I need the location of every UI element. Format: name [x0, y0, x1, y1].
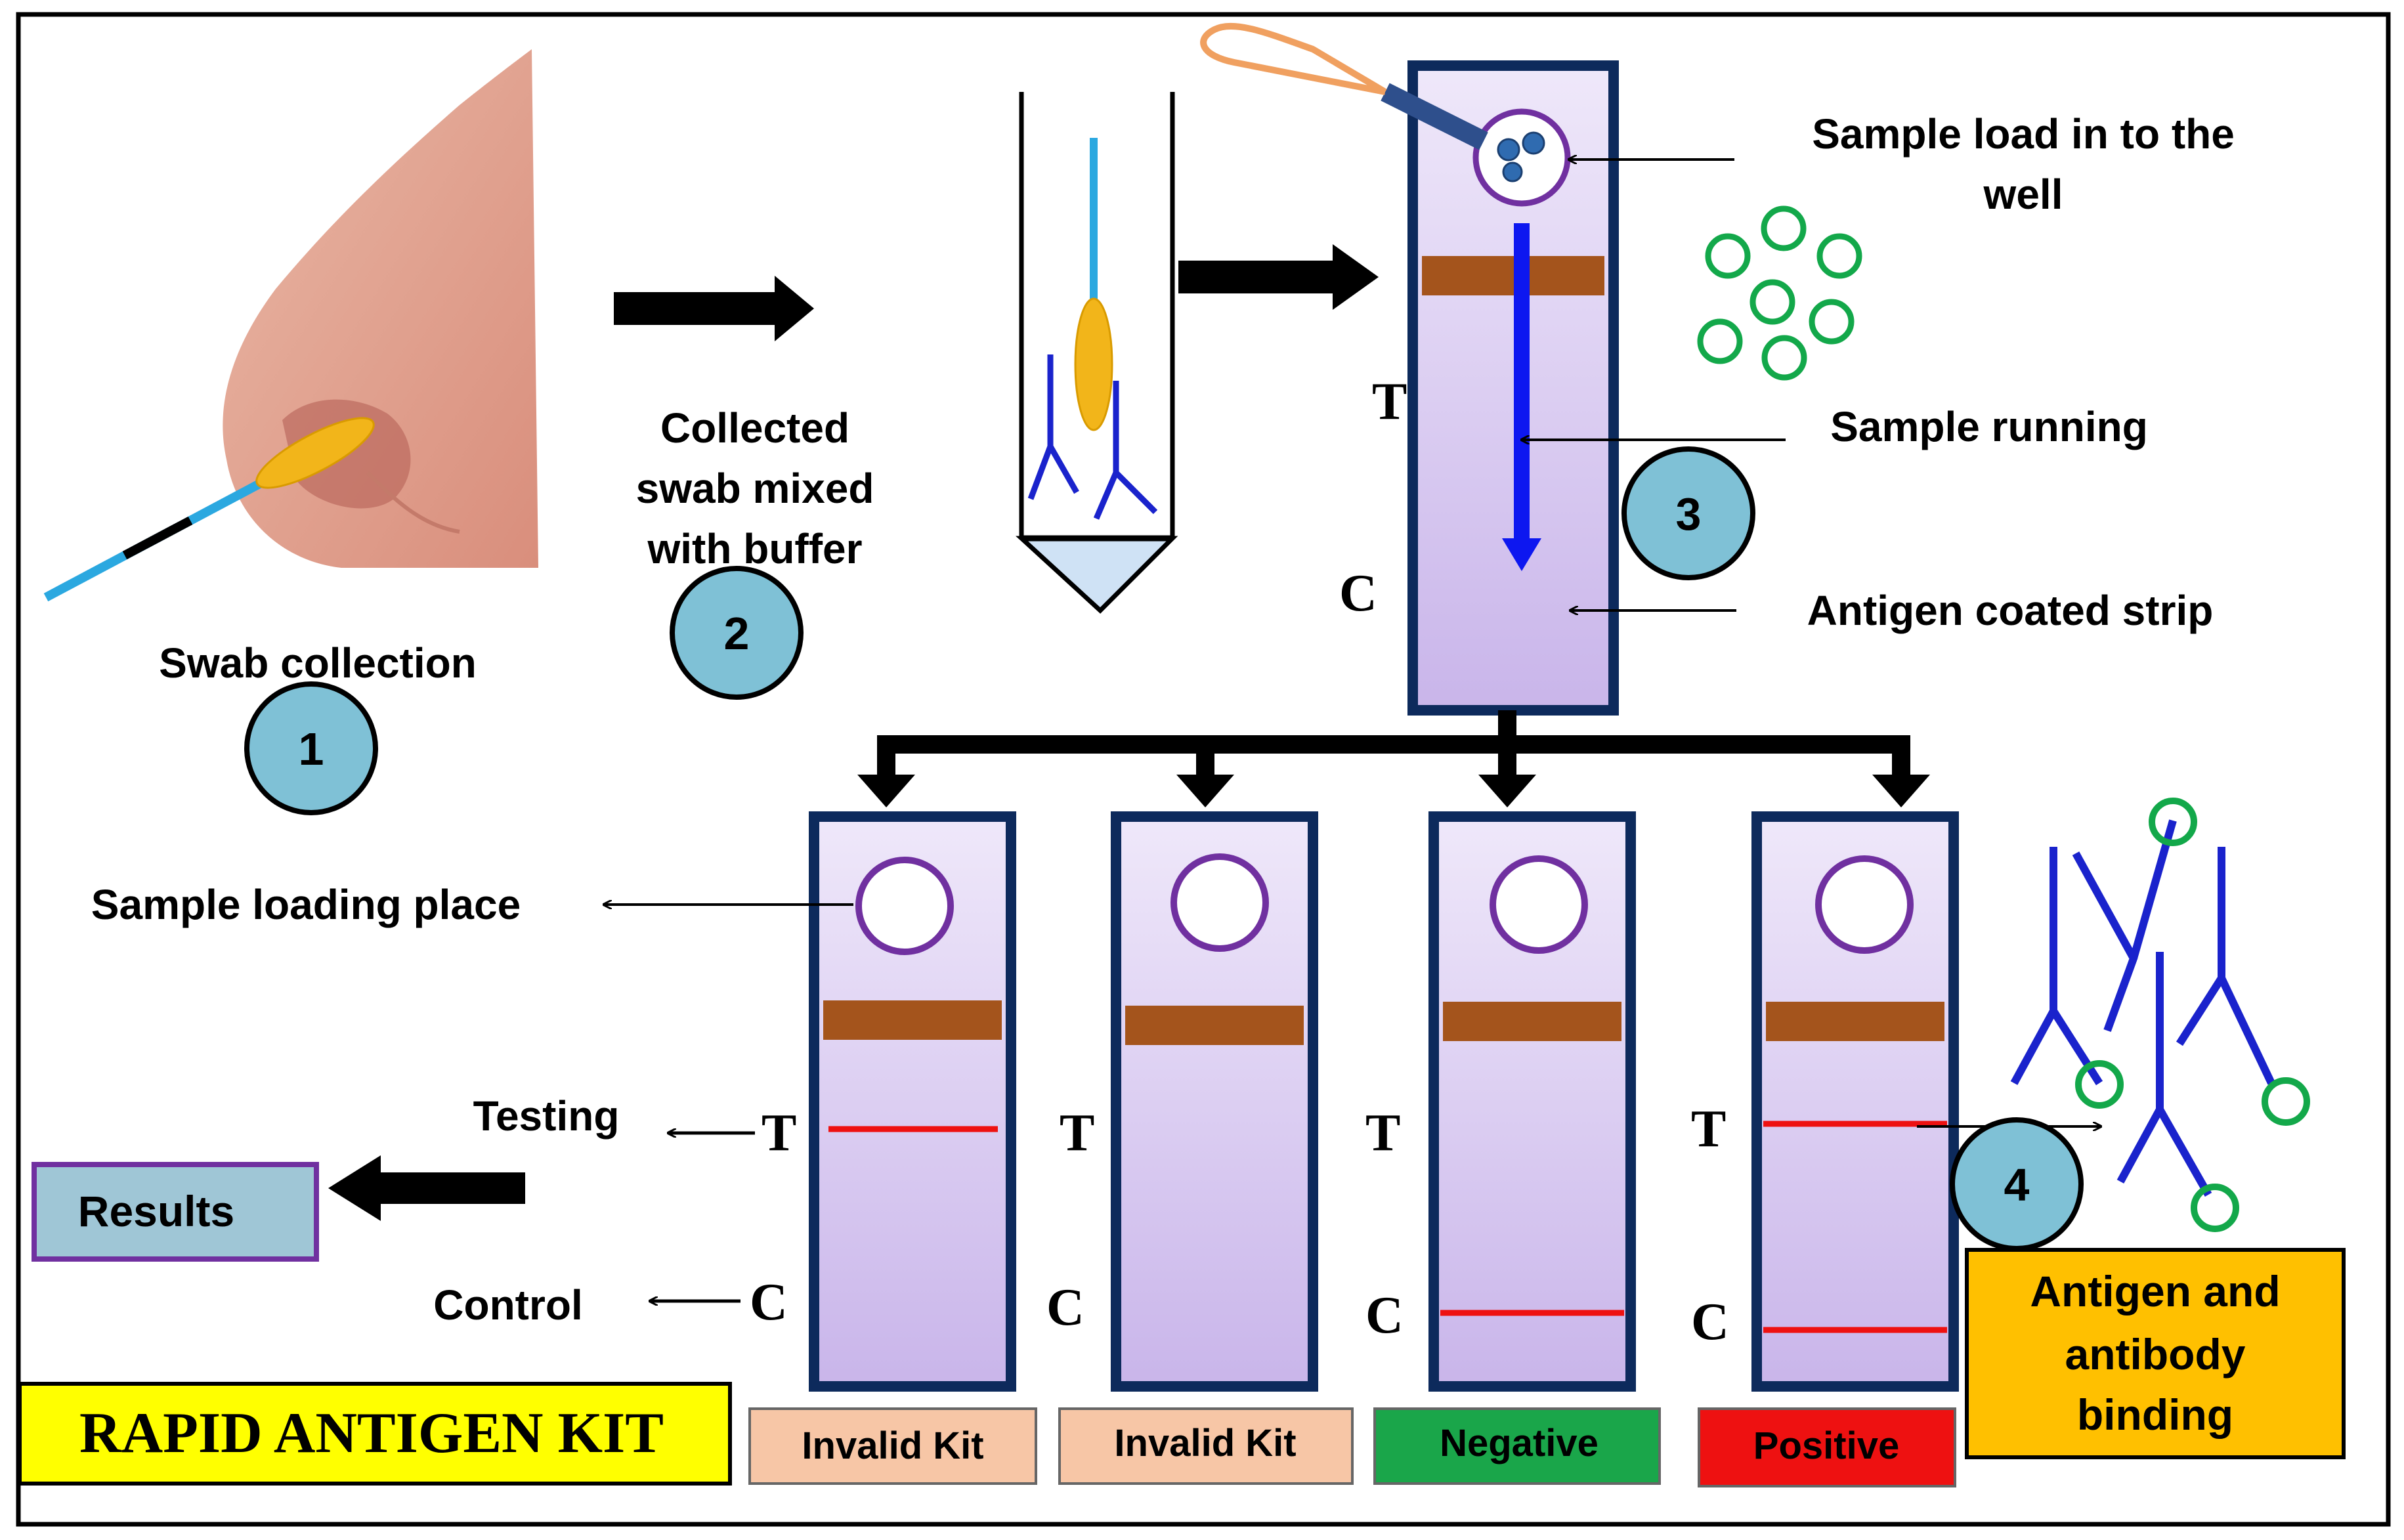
antigen-coated-strip-label: Antigen coated strip [1807, 587, 2214, 634]
kit-label-4-text: Positive [1753, 1424, 1899, 1467]
main-test-strip [1407, 60, 1619, 716]
binding-label-line1: Antigen and [2030, 1267, 2280, 1315]
antibody-in-tube-1 [1027, 354, 1079, 500]
antibody-antigen-binding [2010, 798, 2310, 1232]
title-box: RAPID ANTIGEN KIT [18, 1382, 732, 1486]
sample-load-label-line1: Sample load in to the [1812, 110, 2235, 158]
step3-number: 3 [1676, 488, 1702, 540]
kit-label-2-text: Invalid Kit [1114, 1422, 1296, 1465]
step2-circle: 2 [670, 566, 804, 700]
conjugate-pad-3 [1443, 1002, 1621, 1041]
sample-well-3 [1490, 855, 1588, 954]
kit-label-1: Invalid Kit [748, 1407, 1037, 1485]
kit-label-3-box [1373, 1407, 1661, 1485]
step1-circle: 1 [244, 681, 378, 815]
strip3-t-marker: T [1365, 1104, 1400, 1162]
main-t-marker: T [1372, 373, 1407, 431]
strip1-c-marker: C [750, 1273, 788, 1331]
result-strip-4 [1751, 811, 1959, 1392]
kit-label-3: Negative [1373, 1407, 1661, 1485]
sample-running-label: Sample running [1830, 403, 2148, 450]
step4-circle: 4 [1950, 1117, 2084, 1251]
conjugate-pad-4 [1766, 1002, 1944, 1041]
main-c-marker: C [1339, 565, 1377, 622]
sample-well-2 [1170, 853, 1269, 952]
binding-label-line2: antibody [2065, 1330, 2246, 1379]
kit-label-2-box [1058, 1407, 1354, 1485]
arrow-step1-to-step2 [614, 276, 814, 341]
result-strip-2 [1111, 811, 1318, 1392]
strip4-c-marker: C [1691, 1293, 1729, 1351]
strip1-t-marker: T [762, 1104, 796, 1162]
antigen-cluster [1697, 205, 1862, 381]
main-conjugate-pad [1422, 256, 1604, 295]
strip2-c-marker: C [1046, 1279, 1084, 1337]
step3-circle: 3 [1621, 446, 1755, 580]
kit-label-3-text: Negative [1440, 1422, 1599, 1465]
arrow-tube-to-strip [1178, 244, 1379, 310]
kit-label-1-box [748, 1407, 1037, 1485]
conjugate-pad-2 [1125, 1006, 1304, 1045]
kit-label-4-box [1698, 1407, 1956, 1487]
result-strip-1 [809, 811, 1016, 1392]
step2-number: 2 [724, 608, 750, 659]
title-text: RAPID ANTIGEN KIT [79, 1401, 664, 1465]
antibody-in-tube-2 [1093, 381, 1158, 520]
step4-number: 4 [2004, 1159, 2030, 1210]
kit-label-4: Positive [1698, 1407, 1956, 1487]
sample-well-4 [1815, 855, 1914, 954]
step1-label: Swab collection [159, 639, 477, 687]
buffer-tube [1016, 92, 1178, 614]
result-strip-3 [1428, 811, 1636, 1392]
sample-loading-place-label: Sample loading place [91, 881, 521, 928]
kit-label-2: Invalid Kit [1058, 1407, 1354, 1485]
strip4-t-marker: T [1691, 1100, 1726, 1158]
dropper-icon [1200, 22, 1488, 150]
sample-load-label-line2: well [1983, 171, 2063, 218]
sample-flow-arrow-head [1502, 538, 1541, 571]
nose-illustration [223, 49, 538, 568]
binding-label-box: Antigen and antibody binding [1965, 1248, 2346, 1459]
arrow-to-results [328, 1155, 525, 1221]
swab-stick-1 [43, 417, 375, 602]
control-label: Control [433, 1281, 583, 1329]
results-label: Results [78, 1187, 234, 1235]
step2-label-line1: Collected [660, 404, 849, 452]
outer-frame [16, 12, 2391, 1527]
strip2-t-marker: T [1060, 1104, 1094, 1162]
main-sample-well [1472, 108, 1571, 207]
testing-label: Testing [473, 1092, 620, 1140]
kit-label-1-text: Invalid Kit [802, 1424, 983, 1467]
strip3-c-marker: C [1365, 1287, 1404, 1344]
results-box: Results [32, 1162, 319, 1262]
sample-well-1 [855, 857, 954, 955]
step2-label-line3: with buffer [647, 525, 862, 572]
conjugate-pad-1 [823, 1000, 1002, 1040]
step1-number: 1 [299, 723, 324, 775]
binding-label-line3: binding [2077, 1390, 2233, 1439]
step2-label-line2: swab mixed [636, 465, 874, 512]
result-distribution-arrows [857, 710, 1930, 807]
